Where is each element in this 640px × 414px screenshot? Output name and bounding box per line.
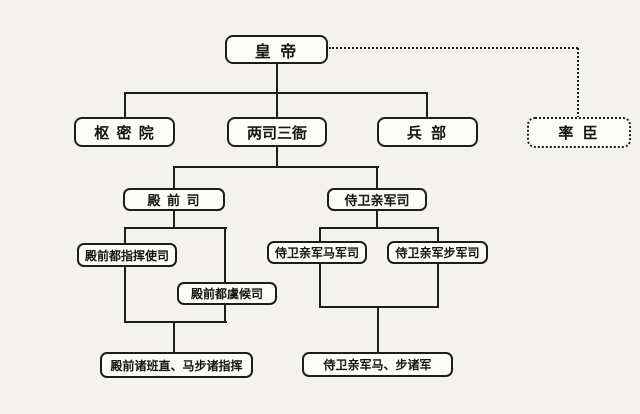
node-guard-cavalry-office: 侍卫亲军马军司 (267, 241, 367, 264)
node-guard-infantry-office: 侍卫亲军步军司 (387, 241, 488, 264)
edge-guard-rail-bottom (319, 306, 439, 308)
edge-emperor-stem (276, 63, 278, 93)
edge-guard-rail-top (319, 227, 439, 229)
node-palace-front-units: 殿前诸班直、马步诸指挥 (100, 352, 253, 378)
node-palace-inspector-office: 殿前都虞候司 (177, 282, 277, 305)
edge-drop-guard-command (376, 166, 378, 188)
edge-emperor-commander-dotted-v (577, 48, 579, 118)
node-palace-front-command: 殿 前 司 (123, 188, 225, 211)
edge-drop-two-offices (276, 92, 278, 118)
edge-palace-rail-top (124, 227, 227, 229)
edge-palace-right-rail (224, 227, 226, 323)
edge-guard-stem (376, 211, 378, 228)
node-privy-council: 枢 密 院 (74, 117, 175, 147)
edge-drop-ministry-war (426, 92, 428, 118)
node-ministry-of-war: 兵 部 (377, 117, 478, 147)
edge-palace-stem (173, 211, 175, 228)
edge-palace-left-rail (124, 227, 126, 323)
edge-drop-privy-council (124, 92, 126, 118)
edge-level3-rail (173, 166, 379, 168)
edge-guard-units-stem (377, 306, 379, 352)
edge-guard-right-rail (437, 227, 439, 308)
edge-drop-palace-command (173, 166, 175, 188)
edge-emperor-commander-dotted-h (329, 47, 578, 49)
node-palace-chief-commander-office: 殿前都指挥使司 (77, 243, 177, 267)
node-imperial-guard-command: 侍卫亲军司 (327, 188, 427, 211)
edge-palace-units-stem (173, 321, 175, 352)
node-two-offices-three-bureaus: 两司三衙 (227, 117, 327, 147)
node-guard-units: 侍卫亲军马、步诸军 (302, 352, 453, 377)
edge-guard-left-rail (319, 227, 321, 308)
edge-palace-rail-bottom (124, 321, 227, 323)
node-emperor: 皇 帝 (225, 35, 328, 64)
node-commander-officials: 率 臣 (527, 117, 631, 148)
edge-two-offices-stem (276, 147, 278, 167)
